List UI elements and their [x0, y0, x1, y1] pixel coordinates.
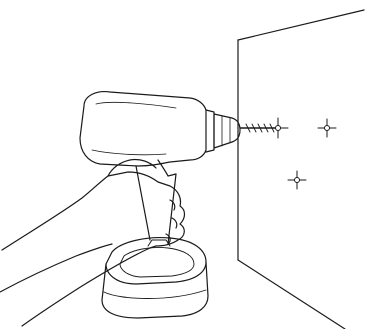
arm-inner-line — [0, 243, 113, 293]
finger-fold-2 — [171, 217, 178, 229]
wall-top-edge — [237, 9, 365, 41]
crosshair-mark-1 — [267, 117, 289, 139]
housing-highlight — [95, 101, 177, 109]
housing-lower-curve — [91, 149, 167, 156]
drill-trigger — [157, 159, 177, 177]
finger-fold-1 — [169, 199, 176, 211]
drill-chuck — [213, 113, 241, 149]
drill-handle — [135, 165, 177, 245]
drill-collar — [205, 109, 215, 153]
battery-latch — [147, 239, 171, 247]
target-crosshair-marks — [267, 117, 337, 190]
drill-housing — [79, 91, 207, 167]
battery-inner-rim — [119, 247, 195, 278]
thumb — [107, 158, 157, 177]
hand-holding-drill — [0, 158, 186, 327]
drill-battery — [101, 237, 209, 319]
battery-top — [105, 237, 207, 285]
wall-panel — [237, 9, 365, 329]
crosshair-mark-2 — [317, 118, 337, 138]
battery-body — [101, 261, 209, 319]
crosshair-mark-3 — [287, 170, 307, 190]
bit-spiral — [245, 123, 275, 133]
arm-outline — [1, 171, 186, 327]
cordless-drill — [79, 91, 241, 245]
wall-bottom-edge — [237, 259, 346, 329]
battery-bottom-ridge — [103, 289, 207, 299]
